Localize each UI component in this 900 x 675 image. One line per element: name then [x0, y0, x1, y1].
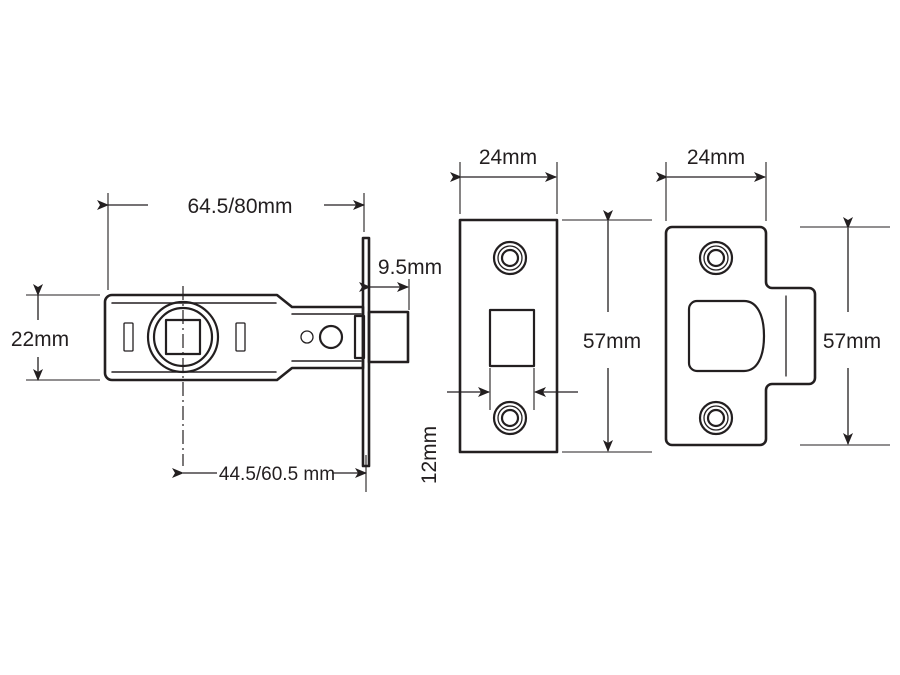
screw-hole-top-mid: [497, 245, 523, 271]
dim-label-length: 64.5/80mm: [187, 195, 292, 218]
screw-hole-top-mid: [703, 245, 729, 271]
dim-label-24mid: 24mm: [479, 146, 537, 169]
screw-hole-bottom-mid: [497, 405, 523, 431]
screw-hole-top-inner: [706, 248, 726, 268]
case-slot-right: [235, 322, 246, 352]
screw-hole-top-outer: [492, 240, 528, 276]
view-latch-body: 64.5/80mm 22mm 9.5mm 44.5/60.5 mm: [11, 193, 442, 492]
view-strike-plate: 24mm 57mm: [656, 146, 890, 447]
dim-label-12mm: 12mm: [418, 426, 441, 484]
screw-hole-bottom-outer: [698, 400, 734, 436]
case-screw-hole-large: [318, 324, 344, 350]
screw-hole-top-outer: [698, 240, 734, 276]
view-forend-plate: 24mm 57mm 12mm: [418, 146, 652, 484]
strike-plate: [664, 225, 817, 447]
screw-hole-bottom-outer: [492, 400, 528, 436]
dim-label-height: 22mm: [11, 328, 69, 351]
screw-hole-bottom-inner: [500, 408, 520, 428]
screw-hole-bottom-inner: [706, 408, 726, 428]
latch-case: [103, 293, 365, 382]
dim-label-forend: 9.5mm: [378, 256, 442, 279]
dim-label-backset: 44.5/60.5 mm: [219, 464, 335, 485]
latch-bolt: [367, 310, 410, 364]
screw-hole-bottom-mid: [703, 405, 729, 431]
dim-label-57mid: 57mm: [583, 330, 641, 353]
case-slot-left: [123, 322, 134, 352]
case-screw-hole-small: [300, 330, 314, 344]
bolt-aperture: [488, 308, 536, 368]
screw-hole-top-inner: [500, 248, 520, 268]
dim-label-57right: 57mm: [823, 330, 881, 353]
forend-plate: [458, 218, 559, 454]
dim-label-24right: 24mm: [687, 146, 745, 169]
strike-aperture: [687, 299, 766, 373]
